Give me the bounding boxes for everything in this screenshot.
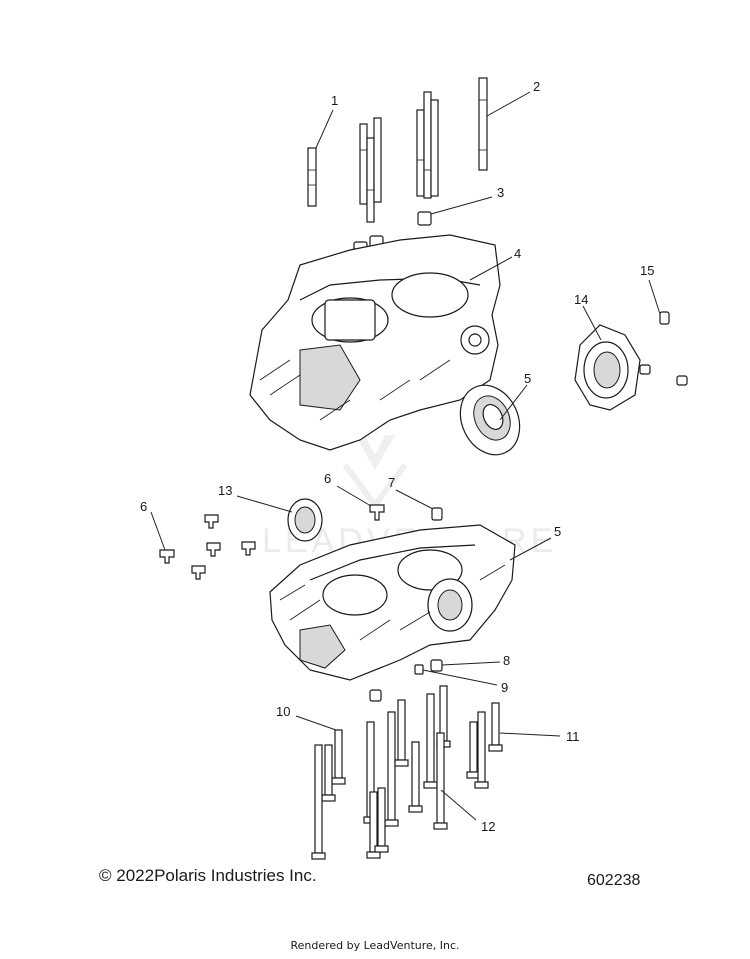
callout-11: 11 xyxy=(566,729,580,744)
crankshaft-seal-left xyxy=(287,498,323,542)
callout-1: 1 xyxy=(331,93,338,108)
callout-5-lower: 5 xyxy=(554,524,561,539)
callout-12: 12 xyxy=(481,819,495,834)
callout-8: 8 xyxy=(503,653,510,668)
lower-crankcase xyxy=(269,524,516,681)
cylinder-studs xyxy=(307,77,488,223)
callout-2: 2 xyxy=(533,79,540,94)
callout-13: 13 xyxy=(218,483,232,498)
callout-6-center: 6 xyxy=(324,471,331,486)
diagram-reference-number: 602238 xyxy=(587,872,641,889)
callout-15: 15 xyxy=(640,263,654,278)
cover-screws xyxy=(639,311,688,386)
callout-4: 4 xyxy=(514,246,521,261)
oil-jets xyxy=(159,504,385,580)
copyright-notice: © 2022Polaris Industries Inc. xyxy=(99,866,317,885)
callout-5-upper: 5 xyxy=(524,371,531,386)
dowel-pin-middle xyxy=(431,507,443,521)
callout-14: 14 xyxy=(574,292,588,307)
callout-7: 7 xyxy=(388,475,395,490)
crankcase-bolts xyxy=(311,685,503,860)
callout-10: 10 xyxy=(276,704,290,719)
callout-6-left: 6 xyxy=(140,499,147,514)
crankshaft-seal-upper xyxy=(459,384,521,456)
callout-numbers: 1 2 3 4 5 6 7 13 6 5 8 9 10 11 12 14 15 xyxy=(140,79,654,834)
callout-9: 9 xyxy=(501,680,508,695)
leader-lines xyxy=(150,91,661,821)
small-fittings xyxy=(369,659,443,702)
rendered-by-credit: Rendered by LeadVenture, Inc. xyxy=(290,939,460,952)
callout-3: 3 xyxy=(497,185,504,200)
end-cover-plate xyxy=(574,324,641,411)
upper-crankcase xyxy=(249,234,501,451)
